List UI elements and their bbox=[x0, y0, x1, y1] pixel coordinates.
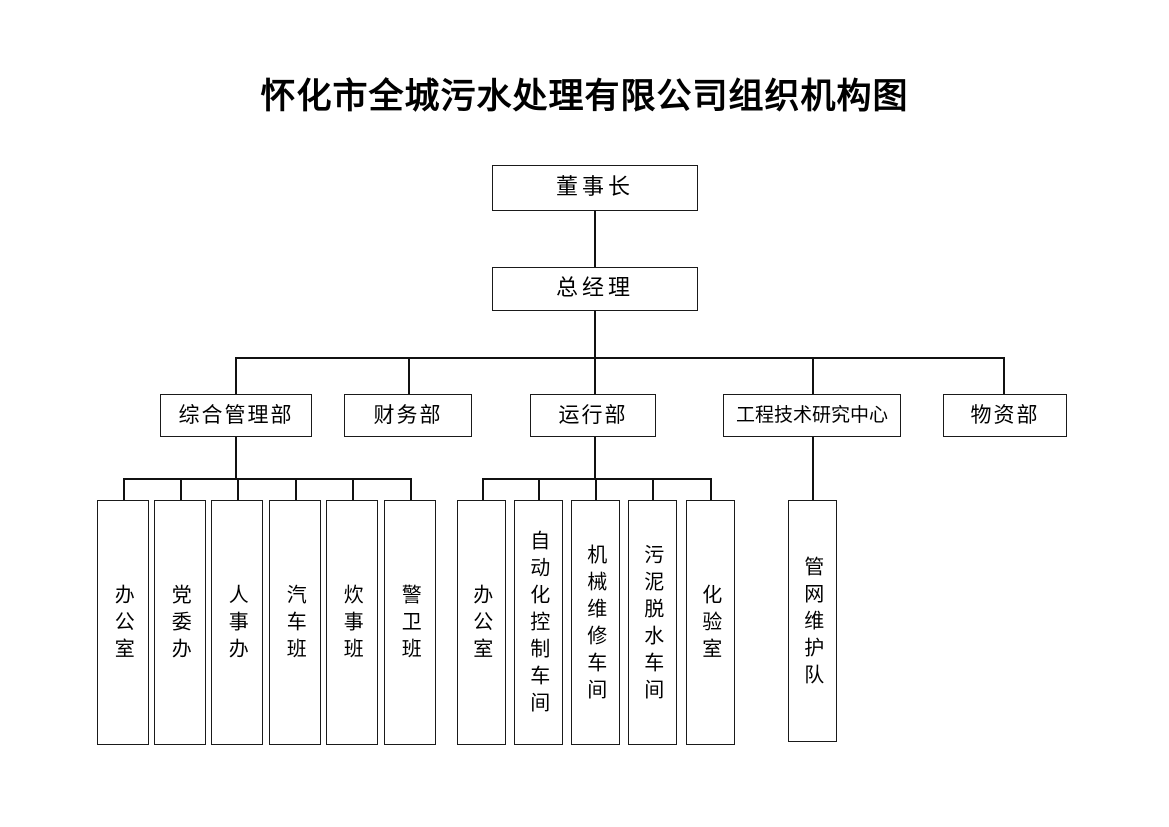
node-unit-office-gm[interactable]: 办公室 bbox=[97, 500, 149, 745]
node-general-manager[interactable]: 总经理 bbox=[492, 267, 698, 311]
connector-drop-unit-office-gm bbox=[123, 478, 125, 500]
node-unit-hr-office[interactable]: 人事办 bbox=[211, 500, 263, 745]
node-dept-engineering-research-center[interactable]: 工程技术研究中心 bbox=[723, 394, 901, 437]
connector-general-management-bus bbox=[123, 478, 410, 480]
node-dept-materials[interactable]: 物资部 bbox=[943, 394, 1067, 437]
node-unit-party-committee-office[interactable]: 党委办 bbox=[154, 500, 206, 745]
connector-drop-unit-vehicle-team bbox=[295, 478, 297, 500]
page-title: 怀化市全城污水处理有限公司组织机构图 bbox=[260, 76, 909, 117]
node-unit-mechanical-maintenance-workshop[interactable]: 机械维修车间 bbox=[571, 500, 620, 745]
node-unit-pipe-network-maintenance-team[interactable]: 管网维护队 bbox=[788, 500, 837, 742]
node-unit-office-ops[interactable]: 办公室 bbox=[457, 500, 506, 745]
connector-general-management-stem bbox=[235, 437, 237, 478]
connector-drop-dept-operations bbox=[594, 357, 596, 394]
node-chairman[interactable]: 董事长 bbox=[492, 165, 698, 211]
connector-drop-unit-laboratory bbox=[710, 478, 712, 500]
connector-chairman-to-general-manager bbox=[594, 211, 596, 267]
connector-drop-unit-security-team bbox=[410, 478, 412, 500]
node-unit-laboratory[interactable]: 化验室 bbox=[686, 500, 735, 745]
node-unit-automation-control-workshop[interactable]: 自动化控制车间 bbox=[514, 500, 563, 745]
connector-drop-unit-sludge-dewatering-workshop bbox=[652, 478, 654, 500]
connector-drop-dept-engineering-research-center bbox=[812, 357, 814, 394]
connector-drop-dept-finance bbox=[408, 357, 410, 394]
node-unit-security-team[interactable]: 警卫班 bbox=[384, 500, 436, 745]
node-dept-finance[interactable]: 财务部 bbox=[344, 394, 472, 437]
node-unit-sludge-dewatering-workshop[interactable]: 污泥脱水车间 bbox=[628, 500, 677, 745]
connector-operations-stem bbox=[594, 437, 596, 478]
node-unit-vehicle-team[interactable]: 汽车班 bbox=[269, 500, 321, 745]
node-dept-operations[interactable]: 运行部 bbox=[530, 394, 656, 437]
connector-drop-dept-materials bbox=[1003, 357, 1005, 394]
connector-drop-dept-general-management bbox=[235, 357, 237, 394]
connector-drop-unit-automation-control-workshop bbox=[538, 478, 540, 500]
connector-general-manager-stem bbox=[594, 311, 596, 357]
connector-drop-unit-mechanical-maintenance-workshop bbox=[595, 478, 597, 500]
connector-engineering-research-center-to-pipe-network-team bbox=[812, 437, 814, 500]
node-unit-catering-team[interactable]: 炊事班 bbox=[326, 500, 378, 745]
connector-drop-unit-office-ops bbox=[482, 478, 484, 500]
connector-department-bus bbox=[235, 357, 1003, 359]
connector-operations-bus bbox=[482, 478, 712, 480]
node-dept-general-management[interactable]: 综合管理部 bbox=[160, 394, 312, 437]
connector-drop-unit-hr-office bbox=[237, 478, 239, 500]
connector-drop-unit-party-committee-office bbox=[180, 478, 182, 500]
connector-drop-unit-catering-team bbox=[352, 478, 354, 500]
